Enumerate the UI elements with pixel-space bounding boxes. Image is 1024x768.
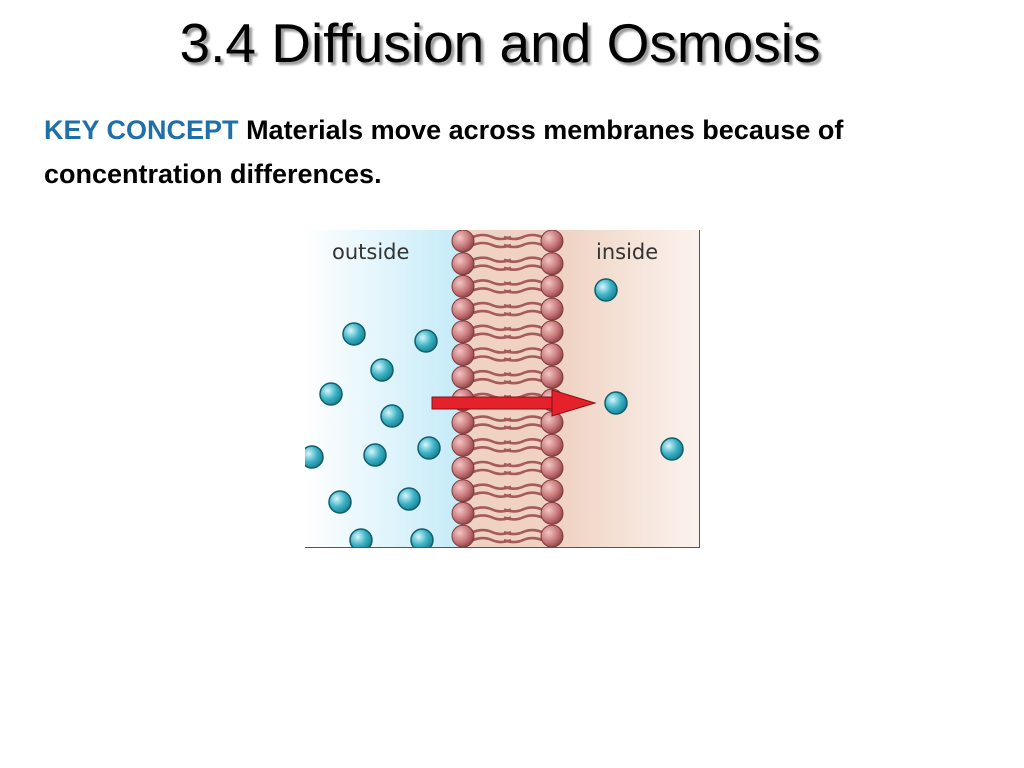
lipid-tail — [503, 536, 543, 544]
phospholipid-head — [540, 479, 564, 503]
phospholipid-head — [451, 320, 475, 344]
solute-particle — [397, 487, 421, 511]
lipid-tail — [503, 423, 543, 430]
lipid-tail — [503, 415, 543, 422]
phospholipid-head — [451, 343, 475, 366]
lipid-tail — [503, 369, 543, 377]
solute-particle — [349, 528, 373, 548]
phospholipid-head — [451, 365, 475, 389]
diffusion-diagram: outside inside — [305, 230, 700, 548]
lipid-tail — [503, 468, 543, 476]
solute-particle — [410, 528, 434, 548]
phospholipid-head — [540, 230, 564, 253]
key-concept-text: Materials move across membranes because … — [44, 115, 844, 189]
phospholipid-head — [451, 524, 475, 548]
solute-particle — [363, 443, 387, 467]
outside-label: outside — [332, 240, 409, 264]
lipid-tails — [472, 233, 543, 544]
phospholipid-head — [540, 501, 564, 525]
lipid-tail — [503, 332, 543, 340]
solute-particle — [328, 490, 352, 514]
solute-particle — [660, 437, 684, 461]
phospholipid-head — [540, 365, 564, 389]
key-concept: KEY CONCEPT Materials move across membra… — [44, 108, 944, 196]
phospholipid-head — [540, 433, 564, 457]
phospholipid-head — [540, 320, 564, 344]
lipid-tail — [503, 233, 543, 241]
phospholipid-head — [540, 274, 564, 298]
solute-particle — [370, 358, 394, 382]
lipid-tail — [503, 347, 543, 354]
lipid-tail — [503, 377, 543, 385]
phospholipid-head — [451, 230, 475, 253]
lipid-tail — [503, 264, 543, 271]
lipid-tail — [503, 287, 543, 294]
solute-particle — [342, 322, 366, 346]
lipid-tail — [503, 506, 543, 513]
solute-particle — [380, 404, 404, 428]
phospholipid-head — [451, 297, 475, 321]
key-concept-label: KEY CONCEPT — [44, 115, 239, 145]
phospholipid-head — [540, 343, 564, 366]
solute-particle — [305, 445, 324, 469]
phospholipid-heads — [451, 230, 564, 548]
lipid-tail — [503, 460, 543, 468]
lipid-tail — [503, 241, 543, 249]
phospholipid-head — [451, 252, 475, 276]
solute-particle — [604, 391, 628, 415]
solute-particle — [417, 436, 441, 460]
phospholipid-head — [451, 479, 475, 503]
inside-region — [563, 230, 700, 548]
phospholipid-head — [540, 524, 564, 548]
lipid-tail — [503, 483, 543, 490]
solute-particle — [319, 382, 343, 406]
phospholipid-head — [540, 297, 564, 321]
lipid-tail — [503, 514, 543, 521]
particles — [305, 278, 684, 548]
lipid-tail — [503, 309, 543, 317]
lipid-tail — [503, 256, 543, 263]
phospholipid-head — [540, 252, 564, 276]
diffusion-arrow — [431, 389, 597, 417]
phospholipid-head — [451, 274, 475, 298]
membrane-svg: outside inside — [305, 230, 700, 548]
lipid-tail — [503, 301, 543, 309]
phospholipid-head — [540, 456, 564, 480]
solute-particle — [414, 329, 438, 353]
lipid-tail — [503, 324, 543, 332]
phospholipid-head — [451, 433, 475, 457]
slide-title: 3.4 Diffusion and Osmosis — [179, 12, 821, 74]
lipid-tail — [503, 491, 543, 498]
phospholipid-head — [451, 501, 475, 525]
lipid-tail — [503, 528, 543, 536]
inside-label: inside — [596, 240, 658, 264]
lipid-tail — [503, 355, 543, 362]
lipid-tail — [503, 446, 543, 453]
solute-particle — [594, 278, 618, 302]
lipid-tail — [503, 279, 543, 286]
phospholipid-head — [451, 411, 475, 435]
phospholipid-head — [451, 456, 475, 480]
lipid-tail — [503, 438, 543, 445]
